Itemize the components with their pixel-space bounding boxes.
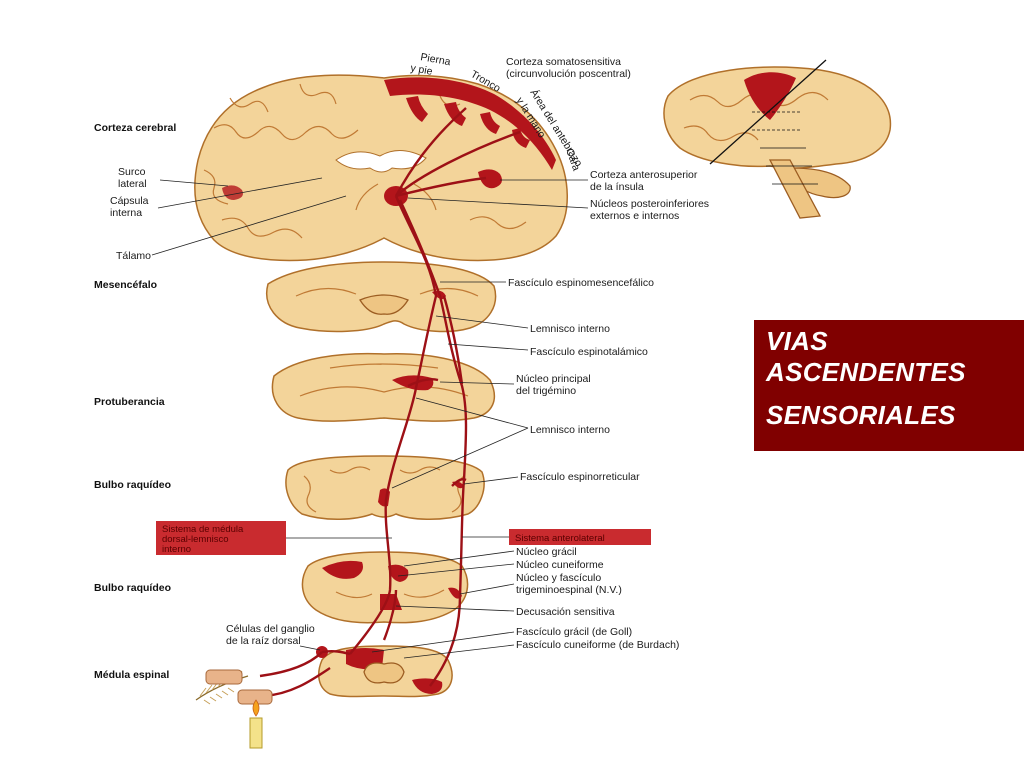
coronal-brain-section [194, 74, 568, 262]
level-label-medulla-lower: Bulbo raquídeo [94, 582, 171, 594]
label-nuclei-2: externos e internos [590, 210, 679, 222]
label-spinomesencephalic: Fascículo espinomesencefálico [508, 277, 654, 289]
left-labels: Corteza cerebral Surco lateral Cápsula i… [94, 122, 347, 681]
label-insula-2: de la ínsula [590, 181, 644, 193]
anterolateral-system-label: Sistema anterolateral [515, 533, 605, 544]
sagittal-brain-inset [663, 59, 892, 219]
level-label-cortex: Corteza cerebral [94, 122, 176, 134]
slide-title-box: VIAS ASCENDENTES SENSORIALES [754, 320, 1024, 451]
level-label-spinal-cord: Médula espinal [94, 669, 169, 681]
label-somatosensory-1: Corteza somatosensitiva [506, 56, 621, 68]
slide-title-line-1: VIAS [766, 326, 828, 356]
label-leg-foot-2: y pie [409, 62, 433, 78]
label-sensory-decussation: Decusación sensitiva [516, 606, 615, 618]
label-trigeminospinal-2: trigeminoespinal (N.V.) [516, 584, 622, 596]
mesencephalon-section [266, 261, 497, 333]
level-label-mesencephalon: Mesencéfalo [94, 279, 157, 291]
label-ganglion-1: Células del ganglio [226, 623, 315, 635]
level-label-pons: Protuberancia [94, 396, 165, 408]
label-leg-foot-1: Pierna [419, 51, 451, 68]
slide-title-line-3: SENSORIALES [766, 400, 956, 430]
label-cuneate-nucleus: Núcleo cuneiforme [516, 559, 604, 571]
label-gracile-nucleus: Núcleo grácil [516, 546, 577, 558]
label-somatosensory-2: (circunvolución poscentral) [506, 68, 631, 80]
dorsal-column-system-label-1: Sistema de médula [162, 524, 244, 535]
label-medial-lemniscus-1: Lemnisco interno [530, 323, 610, 335]
label-spinoreticular: Fascículo espinorreticular [520, 471, 640, 483]
label-ganglion-2: de la raíz dorsal [226, 635, 301, 647]
label-face: Cara [563, 147, 582, 173]
label-gracile-fasciculus: Fascículo grácil (de Goll) [516, 626, 632, 638]
right-labels: Corteza somatosensitiva (circunvolución … [371, 56, 709, 659]
dorsal-column-system-box [156, 521, 286, 555]
level-label-medulla-upper: Bulbo raquídeo [94, 479, 171, 491]
pons-section [271, 352, 495, 422]
upper-medulla-section [285, 455, 485, 521]
label-cuneate-fasciculus: Fascículo cuneiforme (de Burdach) [516, 639, 679, 651]
ascending-tracts [349, 195, 468, 687]
dorsal-column-system-label-3: interno [162, 544, 191, 555]
anterolateral-system-box [509, 529, 651, 545]
label-trigeminal-principal-1: Núcleo principal [516, 373, 591, 385]
label-internal-capsule-2: interna [110, 207, 142, 219]
lower-medulla-section [301, 551, 469, 624]
label-internal-capsule-1: Cápsula [110, 195, 149, 207]
dorsal-column-system-label-2: dorsal-lemnisco [162, 534, 229, 545]
spinal-cord-section [195, 645, 453, 749]
label-lateral-sulcus-1: Surco [118, 166, 146, 178]
system-boxes: Sistema de médula dorsal-lemnisco intern… [156, 521, 651, 555]
label-trigeminospinal-1: Núcleo y fascículo [516, 572, 601, 584]
label-medial-lemniscus-2: Lemnisco interno [530, 424, 610, 436]
slide-title-line-2: ASCENDENTES [766, 357, 966, 387]
label-thalamus: Tálamo [116, 250, 151, 262]
label-spinothalamic: Fascículo espinotalámico [530, 346, 648, 358]
label-nuclei-1: Núcleos posteroinferiores [590, 198, 709, 210]
label-trigeminal-principal-2: del trigémino [516, 385, 576, 397]
label-lateral-sulcus-2: lateral [118, 178, 147, 190]
label-insula-1: Corteza anterosuperior [590, 169, 698, 181]
